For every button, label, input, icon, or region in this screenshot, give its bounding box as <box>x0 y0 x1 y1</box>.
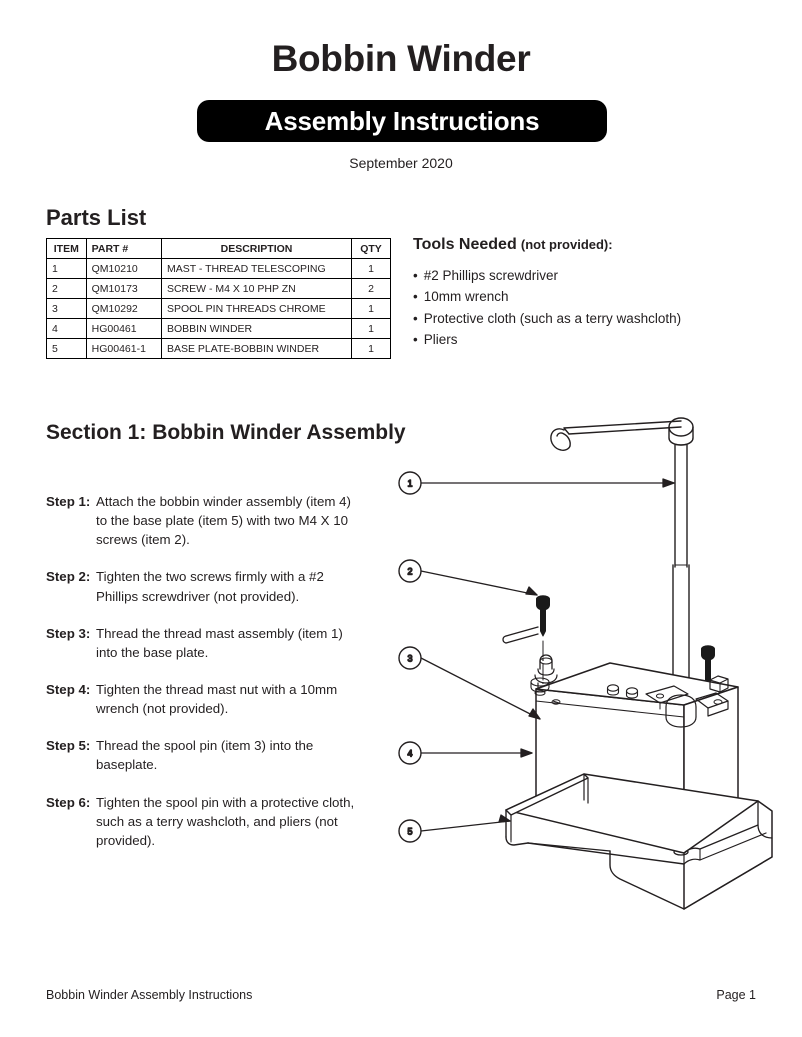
cell-item: 2 <box>46 278 87 299</box>
list-item: Protective cloth (such as a terry washcl… <box>413 308 753 329</box>
cell-part: HG00461-1 <box>85 338 162 359</box>
cell-part: HG00461 <box>85 318 162 339</box>
step-label: Step 5: <box>46 738 91 754</box>
cell-part: QM10210 <box>85 258 162 279</box>
cell-description: MAST - THREAD TELESCOPING <box>160 258 353 279</box>
step-label: Step 4: <box>46 681 91 697</box>
cell-qty: 1 <box>351 258 391 279</box>
tools-needed-block: Tools Needed (not provided): #2 Phillips… <box>413 236 753 350</box>
callout-bubbles: 1 2 3 4 5 <box>398 471 422 843</box>
list-item: 10mm wrench <box>413 286 753 307</box>
column-header-description: DESCRIPTION <box>160 238 353 259</box>
callout-leaders <box>420 478 675 832</box>
page-title: Bobbin Winder <box>271 38 531 79</box>
step-label: Step 1: <box>46 494 91 509</box>
callout-bubble-1 <box>398 471 422 495</box>
cell-qty: 1 <box>351 298 391 319</box>
step-item: Step 6: Tighten the spool pin with a pro… <box>46 793 364 850</box>
callout-bubble-2 <box>398 559 422 583</box>
step-label: Step 2: <box>46 569 91 585</box>
callout-bubble-5 <box>398 819 422 843</box>
section-1-steps: Step 1: Attach the bobbin winder assembl… <box>46 492 364 868</box>
parts-list-table: ITEM PART # DESCRIPTION QTY 1 QM10210 MA… <box>46 238 391 359</box>
section-1-heading: Section 1: Bobbin Winder Assembly <box>46 421 406 444</box>
list-item: #2 Phillips screwdriver <box>413 265 753 286</box>
base-plate <box>505 773 773 910</box>
callout-number-4: 4 <box>407 749 412 759</box>
table-header-row: ITEM PART # DESCRIPTION QTY <box>46 238 391 259</box>
cell-item: 5 <box>46 338 87 359</box>
step-item: Step 1: Attach the bobbin winder assembl… <box>46 492 364 549</box>
callout-bubble-3 <box>398 646 422 670</box>
assembly-instructions-banner: Assembly Instructions <box>197 100 607 142</box>
step-text: Tighten the two screws firmly with a #2 … <box>96 569 324 604</box>
cell-part: QM10292 <box>85 298 162 319</box>
step-label: Step 6: <box>46 794 91 810</box>
assembly-illustration: 1 2 3 4 5 <box>388 405 780 960</box>
tools-list: #2 Phillips screwdriver 10mm wrench Prot… <box>413 265 753 350</box>
table-row: 3 QM10292 SPOOL PIN THREADS CHROME 1 <box>46 298 391 319</box>
table-row: 2 QM10173 SCREW - M4 X 10 PHP ZN 2 <box>46 278 391 299</box>
cell-qty: 1 <box>351 338 391 359</box>
callout-number-5: 5 <box>407 827 412 837</box>
callout-bubble-4 <box>398 741 422 765</box>
column-header-item: ITEM <box>46 238 87 259</box>
step-text: Thread the spool pin (item 3) into the b… <box>96 738 314 773</box>
step-item: Step 2: Tighten the two screws firmly wi… <box>46 567 364 605</box>
cell-item: 3 <box>46 298 87 319</box>
step-text: Tighten the spool pin with a protective … <box>96 794 355 848</box>
cell-part: QM10173 <box>85 278 162 299</box>
step-text: Attach the bobbin winder assembly (item … <box>96 494 351 548</box>
document-date: September 2020 <box>349 155 453 171</box>
cell-description: BOBBIN WINDER <box>160 318 353 339</box>
table-row: 5 HG00461-1 BASE PLATE-BOBBIN WINDER 1 <box>46 338 391 359</box>
tools-needed-subtitle: (not provided): <box>520 237 613 252</box>
step-label: Step 3: <box>46 625 91 641</box>
cell-item: 4 <box>46 318 87 339</box>
table-row: 1 QM10210 MAST - THREAD TELESCOPING 1 <box>46 258 391 279</box>
list-item: Pliers <box>413 329 753 350</box>
banner-label: Assembly Instructions <box>264 106 540 136</box>
tools-needed-title: Tools Needed <box>413 236 517 253</box>
column-header-qty: QTY <box>351 238 391 259</box>
footer-document-name: Bobbin Winder Assembly Instructions <box>46 988 253 1002</box>
table-row: 4 HG00461 BOBBIN WINDER 1 <box>46 318 391 339</box>
cell-description: BASE PLATE-BOBBIN WINDER <box>160 338 353 359</box>
cell-qty: 1 <box>351 318 391 339</box>
parts-list-heading: Parts List <box>46 205 147 230</box>
cell-qty: 2 <box>351 278 391 299</box>
callout-number-1: 1 <box>407 479 412 489</box>
step-item: Step 3: Thread the thread mast assembly … <box>46 624 364 662</box>
step-text: Tighten the thread mast nut with a 10mm … <box>96 681 338 717</box>
cell-item: 1 <box>46 258 87 279</box>
step-item: Step 5: Thread the spool pin (item 3) in… <box>46 736 364 774</box>
callout-number-2: 2 <box>407 567 412 577</box>
callout-number-3: 3 <box>407 654 412 664</box>
cell-description: SCREW - M4 X 10 PHP ZN <box>160 278 353 299</box>
cell-description: SPOOL PIN THREADS CHROME <box>160 298 353 319</box>
column-header-part: PART # <box>85 238 162 259</box>
footer-page-number: Page 1 <box>716 988 756 1002</box>
step-item: Step 4: Tighten the thread mast nut with… <box>46 680 364 718</box>
step-text: Thread the thread mast assembly (item 1)… <box>96 625 343 660</box>
tools-needed-heading: Tools Needed (not provided): <box>413 236 753 254</box>
